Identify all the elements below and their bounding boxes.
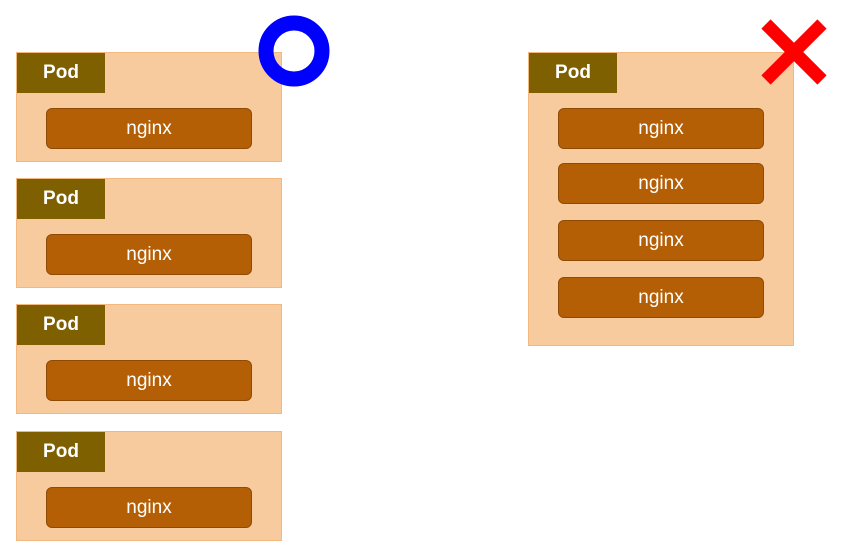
pod-right: Pod nginx nginx nginx nginx bbox=[528, 52, 794, 346]
nginx-container: nginx bbox=[558, 163, 764, 204]
pod-left-1: Pod nginx bbox=[16, 52, 282, 162]
nginx-container: nginx bbox=[46, 360, 252, 401]
pod-left-2: Pod nginx bbox=[16, 178, 282, 288]
circle-icon bbox=[258, 15, 330, 87]
cross-icon bbox=[761, 19, 827, 85]
nginx-container: nginx bbox=[558, 220, 764, 261]
nginx-container: nginx bbox=[46, 487, 252, 528]
pod-label: Pod bbox=[17, 53, 105, 93]
pod-label: Pod bbox=[17, 432, 105, 472]
pod-label: Pod bbox=[17, 179, 105, 219]
pod-label: Pod bbox=[529, 53, 617, 93]
pod-left-4: Pod nginx bbox=[16, 431, 282, 541]
pod-label: Pod bbox=[17, 305, 105, 345]
nginx-container: nginx bbox=[558, 277, 764, 318]
pod-left-3: Pod nginx bbox=[16, 304, 282, 414]
nginx-container: nginx bbox=[46, 108, 252, 149]
nginx-container: nginx bbox=[46, 234, 252, 275]
nginx-container: nginx bbox=[558, 108, 764, 149]
